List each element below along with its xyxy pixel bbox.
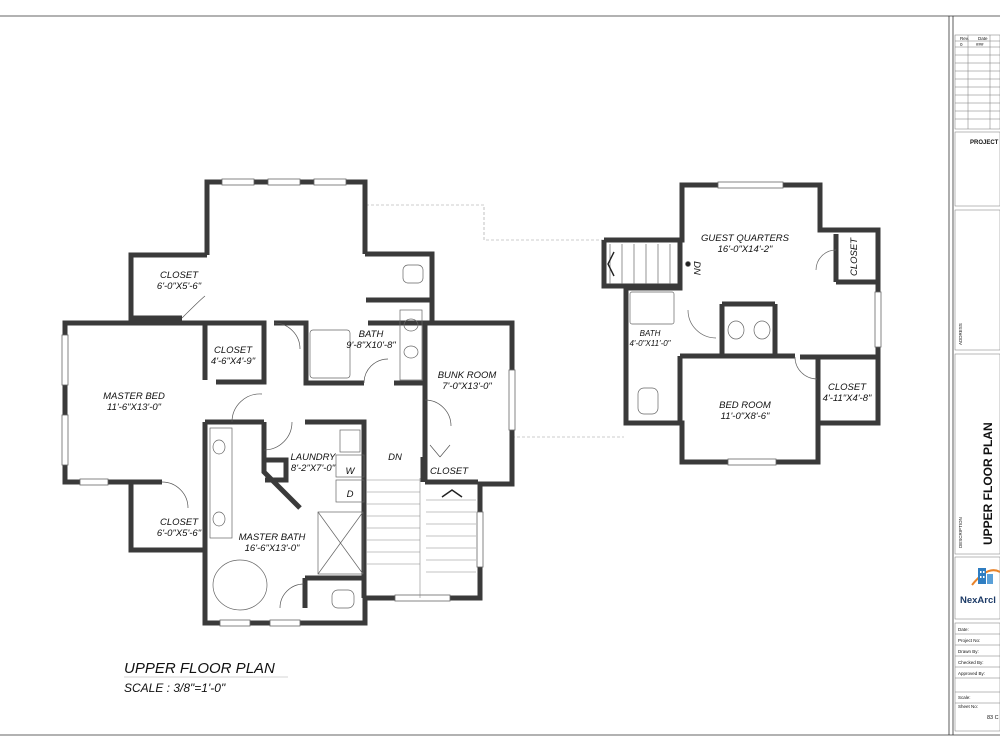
room-dims: 4'-6"X4'-9" — [211, 356, 256, 367]
main-stairs — [366, 478, 476, 598]
room-dims: 4'-11"X4'-8" — [823, 393, 872, 404]
field-project-no: Project No: — [958, 638, 980, 643]
room-dims: 4'-0"X11'-0" — [629, 339, 671, 348]
room-name: CLOSET — [214, 345, 253, 356]
room-dims: 16'-6"X13'-0" — [245, 543, 300, 554]
field-checked-by: Checked By: — [958, 660, 984, 665]
room-name: MASTER BED — [103, 391, 165, 402]
guest-fixtures — [607, 244, 837, 415]
room-dims: 11'-6"X13'-0" — [107, 402, 162, 413]
sheet-border — [0, 15, 1000, 736]
room-dims: 6'-0"X5'-6" — [157, 528, 202, 539]
main-doors — [161, 295, 452, 609]
room-dims: 6'-0"X5'-6" — [157, 281, 202, 292]
sheet-value: 83 C — [987, 715, 999, 721]
room-name: LAUNDRY — [290, 452, 336, 463]
room-name: BUNK ROOM — [438, 370, 497, 381]
room-dims: 16'-0"X14'-2" — [718, 244, 773, 255]
dryer-label: D — [347, 489, 354, 500]
room-labels: CLOSET 6'-0"X5'-6" CLOSET 4'-6"X4'-9" BA… — [103, 233, 872, 554]
rev-row-rev: 0 — [960, 42, 963, 47]
bunk-closet-label: CLOSET — [430, 466, 469, 477]
room-name: CLOSET — [160, 517, 199, 528]
guest-wing-walls — [601, 182, 881, 465]
field-date: Date: — [958, 627, 969, 632]
address-label: ADDRESS — [958, 323, 963, 345]
room-name: GUEST QUARTERS — [701, 233, 790, 244]
title-block: Rev. Date 0 ### PROJECT ADDRESS DESCRIPT… — [954, 34, 1000, 732]
stair-down-label: DN — [388, 452, 402, 463]
breezeway-outline — [366, 204, 624, 438]
guest-stair-down-label: DN — [691, 261, 702, 275]
rev-row-date: ### — [976, 42, 984, 47]
project-label: PROJECT — [970, 140, 999, 146]
drawing-title: UPPER FLOOR PLAN — [981, 422, 995, 545]
company-name: NexArcl — [960, 595, 996, 606]
description-label: DESCRIPTION — [958, 517, 963, 548]
rev-header-date: Date — [978, 36, 988, 41]
washer-label: W — [346, 466, 356, 477]
room-dims: 11'-0"X8'-6" — [721, 411, 770, 422]
plan-title-block: UPPER FLOOR PLAN SCALE : 3/8"=1'-0" — [124, 660, 288, 695]
room-name: BATH — [640, 329, 661, 338]
field-approved-by: Approved By: — [958, 671, 985, 676]
room-name: MASTER BATH — [239, 532, 306, 543]
plan-scale: SCALE : 3/8"=1'-0" — [124, 681, 226, 695]
room-name: CLOSET — [828, 382, 867, 393]
scale-label: Scale: — [958, 695, 971, 700]
main-fixtures — [209, 264, 424, 611]
main-windows — [61, 178, 516, 627]
room-name: BED ROOM — [719, 400, 771, 411]
guest-windows — [717, 181, 882, 466]
sheet-label: Sheet No: — [958, 704, 978, 709]
room-name: CLOSET — [160, 270, 199, 281]
room-dims: 7'-0"X13'-0" — [442, 381, 492, 392]
plan-title: UPPER FLOOR PLAN — [124, 660, 275, 677]
rev-header-rev: Rev. — [960, 36, 969, 41]
company-logo: NexArcl — [960, 568, 1000, 606]
room-dims: 8'-2"X7'-0" — [291, 463, 336, 474]
room-name: BATH — [359, 329, 384, 340]
field-drawn-by: Drawn By: — [958, 649, 979, 654]
guest-closet-label: CLOSET — [849, 237, 860, 276]
room-dims: 9'-8"X10'-8" — [346, 340, 396, 351]
